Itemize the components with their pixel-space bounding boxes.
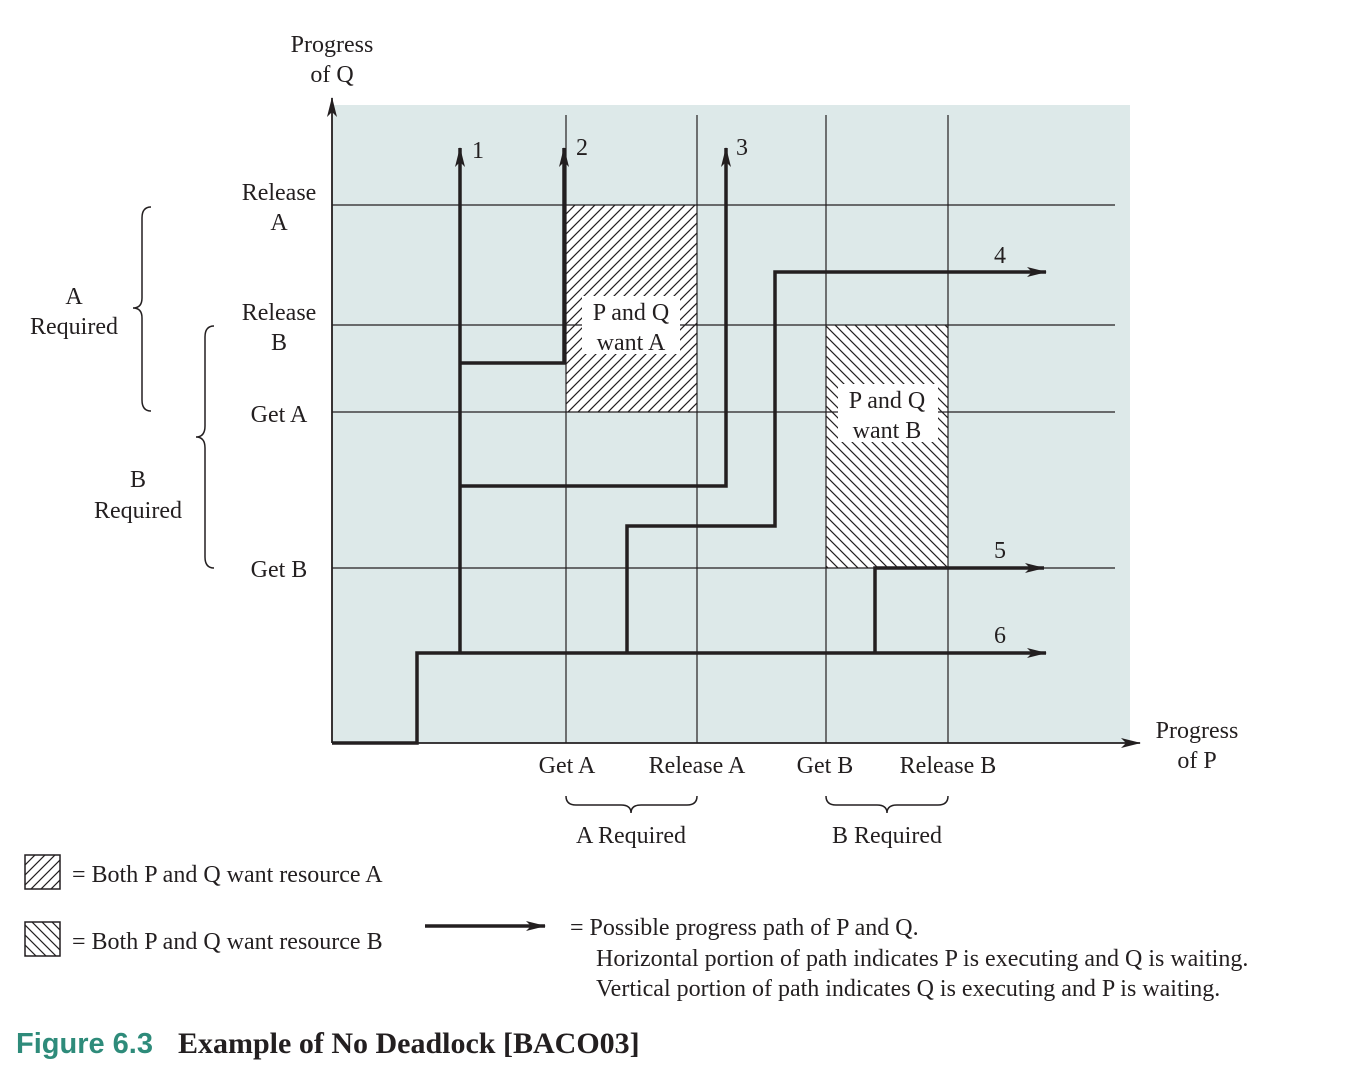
- x-tick-get-a: Get A: [539, 753, 596, 779]
- brace-bottom-a: [565, 795, 698, 814]
- path-4: [625, 267, 1047, 653]
- region-label-b: P and Q want B: [838, 384, 938, 444]
- path-label-1: 1: [472, 138, 484, 164]
- path-label-2: 2: [576, 135, 588, 161]
- progress-paths: [332, 147, 1047, 745]
- bottom-brace-b-label: B Required: [832, 823, 942, 849]
- x-axis-title-line2: of P: [1177, 748, 1216, 774]
- x-tick-release-b: Release B: [900, 753, 997, 779]
- y-tick-get-a: Get A: [251, 402, 308, 428]
- path-5: [873, 563, 1045, 653]
- figure-number: Figure 6.3: [16, 1028, 153, 1060]
- x-tick-release-a: Release A: [649, 753, 746, 779]
- bottom-brace-a-label: A Required: [576, 823, 686, 849]
- brace-b-label-line1: B: [130, 467, 146, 493]
- path-label-3: 3: [736, 135, 748, 161]
- path-2: [460, 147, 569, 365]
- legend-swatch-hatch-a: [24, 854, 61, 890]
- legend-path-line3: Vertical portion of path indicates Q is …: [596, 976, 1220, 1002]
- y-tick-release-b-line2: B: [271, 330, 287, 356]
- x-tick-get-b: Get B: [797, 753, 854, 779]
- brace-b-label-line2: Required: [94, 498, 182, 524]
- y-tick-release-b-line1: Release: [242, 300, 317, 326]
- legend-hatch-b-text: = Both P and Q want resource B: [72, 929, 383, 955]
- plot-background: [332, 105, 1130, 743]
- region-label-a-line2: want A: [597, 330, 666, 356]
- legend-path-line2: Horizontal portion of path indicates P i…: [596, 946, 1248, 972]
- path-label-5: 5: [994, 538, 1006, 564]
- legend-swatch-hatch-b: [24, 921, 61, 957]
- region-label-a-line1: P and Q: [593, 300, 669, 326]
- x-axis-title-line1: Progress: [1156, 718, 1239, 744]
- region-label-b-line2: want B: [853, 418, 922, 444]
- brace-bottom-b: [825, 795, 949, 814]
- path-label-6: 6: [994, 623, 1006, 649]
- brace-a-required: [132, 206, 152, 412]
- legend-hatch-a-text: = Both P and Q want resource A: [72, 862, 383, 888]
- y-tick-release-a-line1: Release: [242, 180, 317, 206]
- region-label-b-line1: P and Q: [849, 388, 925, 414]
- brace-b-required: [195, 325, 215, 569]
- brace-a-label-line1: A: [65, 284, 83, 310]
- y-axis-title-line1: Progress: [291, 32, 374, 58]
- path-6: [332, 648, 1047, 745]
- region-label-a: P and Q want A: [582, 296, 680, 356]
- figure-title: Example of No Deadlock [BACO03]: [178, 1027, 640, 1060]
- y-tick-release-a-line2: A: [270, 210, 288, 236]
- path-3: [460, 147, 731, 488]
- path-label-4: 4: [994, 243, 1006, 269]
- legend-path-line1: = Possible progress path of P and Q.: [570, 915, 919, 941]
- region-want-b: [826, 325, 948, 568]
- y-axis-title-line2: of Q: [310, 62, 353, 88]
- grid-lines: [332, 115, 1115, 743]
- y-tick-get-b: Get B: [251, 557, 308, 583]
- brace-a-label-line2: Required: [30, 314, 118, 340]
